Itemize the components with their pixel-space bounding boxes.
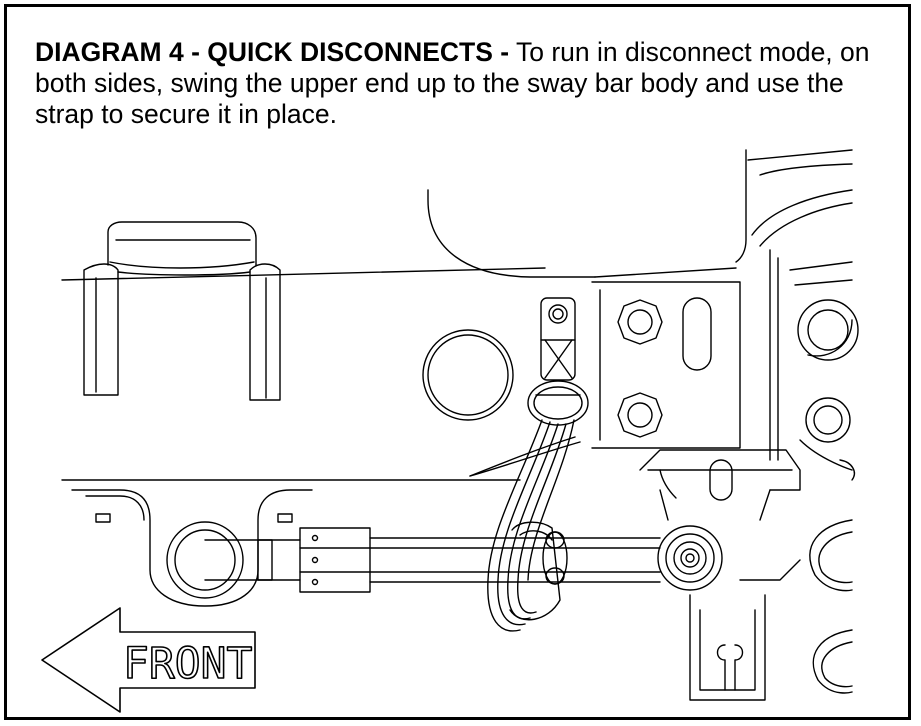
- front-arrow-shape: [41, 607, 256, 713]
- coil-spring-edge: [809, 519, 853, 694]
- front-arrow-label: FRONT: [123, 639, 252, 689]
- frame-hole-inner: [427, 334, 509, 416]
- link-strap: [540, 297, 576, 381]
- caption-body: To run in disconnect mode, on both sides…: [35, 37, 870, 129]
- diagram-caption: DIAGRAM 4 - QUICK DISCONNECTS - To run i…: [35, 37, 885, 130]
- end-link-ball-joint: [542, 525, 723, 591]
- caption-heading: DIAGRAM 4 - QUICK DISCONNECTS -: [35, 37, 510, 67]
- right-structure: [747, 149, 859, 481]
- front-arrow: FRONT: [41, 607, 256, 713]
- sway-bar: [204, 527, 661, 593]
- frame-hole: [422, 329, 514, 421]
- bolt-head-1: [617, 299, 663, 345]
- sway-bar-bushing: [71, 489, 313, 607]
- lower-mount-bracket: [639, 449, 801, 701]
- body-fender: [427, 149, 747, 278]
- frame-rail: [61, 267, 581, 481]
- bolt-head-2: [617, 392, 663, 438]
- securing-strap: [487, 380, 589, 632]
- mounting-plate: [591, 281, 741, 449]
- diagram-frame: DIAGRAM 4 - QUICK DISCONNECTS - To run i…: [4, 4, 911, 720]
- spring-bracket: [83, 221, 281, 401]
